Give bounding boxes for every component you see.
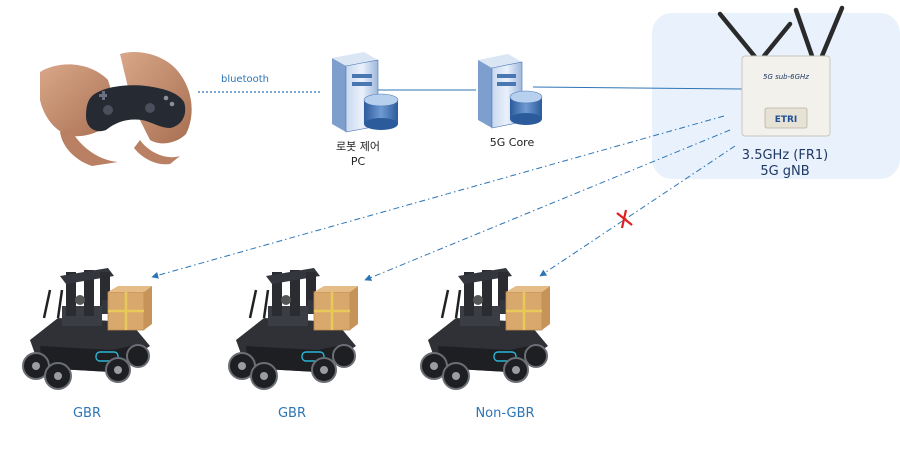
radio-link-robot-2: [364, 129, 731, 281]
gamepad-controller-image: [38, 42, 198, 166]
radio-link-robot-3: [539, 145, 736, 277]
robot-pc-label-line2: PC: [350, 155, 366, 168]
bluetooth-label: bluetooth: [220, 74, 270, 85]
gnb-logo: 5G sub-6GHz: [763, 73, 809, 81]
gnb-brand: ETRI: [775, 115, 798, 125]
robots-group: [22, 268, 550, 390]
blocked-cross-icon: [616, 209, 633, 229]
gnb-label-line1: 3.5GHz (FR1): [741, 148, 829, 163]
gnb-antenna-icon: [717, 5, 845, 61]
radio-link-robot-1: [151, 115, 725, 279]
robot-1-label: GBR: [72, 406, 102, 421]
robot-2-label: GBR: [277, 406, 307, 421]
core-gnb-link: [532, 86, 743, 90]
robot-3-icon: [420, 268, 550, 390]
robot-pc-label: 로봇 제어 PC: [318, 139, 398, 169]
gnb-label: 3.5GHz (FR1) 5G gNB: [735, 148, 835, 180]
robot-2-icon: [228, 268, 358, 390]
gnb-label-line2: 5G gNB: [760, 164, 810, 179]
gnb-brand-plate: [764, 107, 808, 129]
robot-1-icon: [22, 268, 152, 390]
5g-core-server-icon: [478, 54, 543, 129]
5g-core-label: 5G Core: [489, 136, 535, 149]
gnb-device: [741, 55, 831, 137]
robot-3-label: Non-GBR: [475, 406, 535, 421]
robot-control-pc-icon: [332, 52, 399, 133]
robot-pc-label-line1: 로봇 제어: [336, 140, 380, 153]
